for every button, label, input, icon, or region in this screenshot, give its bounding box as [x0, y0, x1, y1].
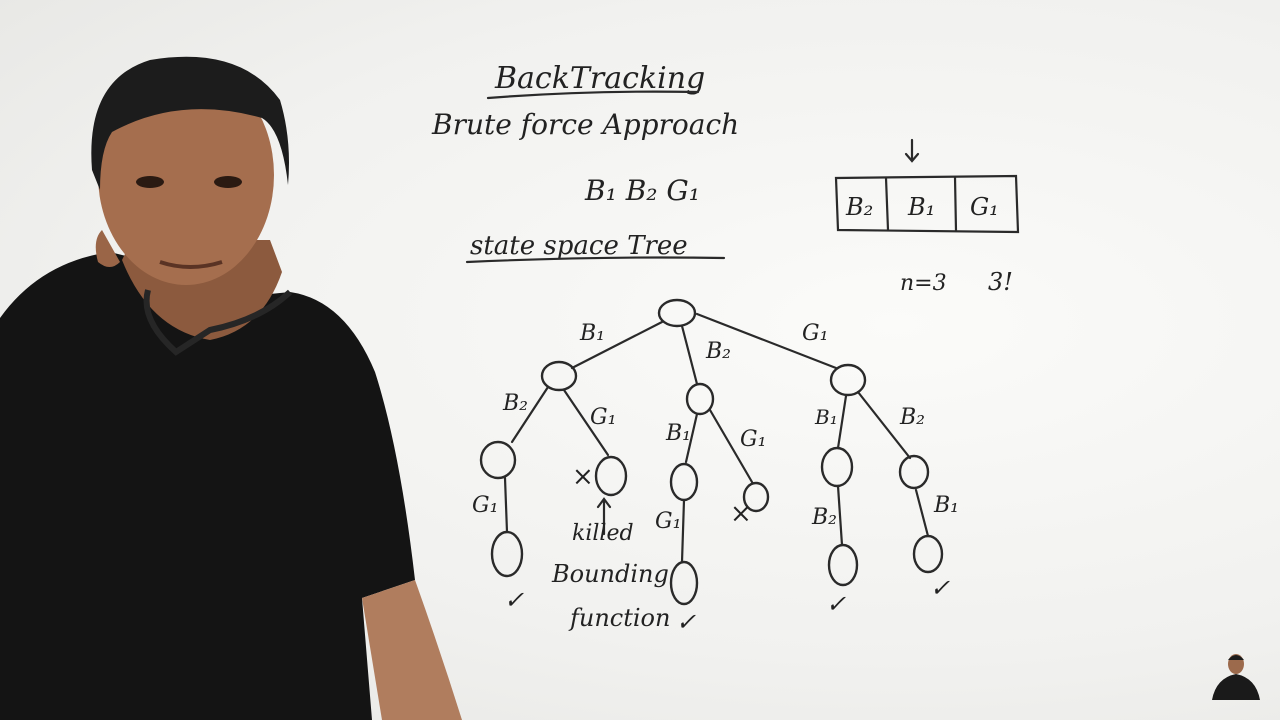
function-label: function: [568, 604, 670, 632]
title-underline: [486, 90, 700, 100]
edge-label: G₁: [655, 509, 681, 534]
tree-node: [669, 462, 699, 502]
edge-label: G₁: [472, 493, 498, 518]
array-box: B₂ B₁ G₁: [834, 174, 1020, 234]
tree-node: [898, 454, 930, 490]
title-text: BackTracking: [494, 61, 705, 96]
tree-node-killed: [594, 455, 628, 497]
tree-node-leaf: [490, 530, 524, 578]
array-cell: B₂: [845, 193, 873, 221]
check-mark: ✓: [676, 608, 696, 636]
edge-label: B₂: [811, 505, 837, 530]
tree-title-text: state space Tree: [470, 231, 688, 261]
edge-labels: B₁ B₂ G₁ B₂ G₁ B₁ G₁ B₁ B₂ G₁ G₁ B₂ B₁: [472, 321, 959, 534]
edge-label: B₁: [665, 421, 691, 446]
cross-mark: ×: [572, 462, 594, 492]
edge-label: B₁: [814, 405, 838, 429]
edge-label: B₂: [502, 391, 528, 416]
array-cell: G₁: [970, 193, 999, 221]
check-mark: ✓: [504, 586, 524, 614]
check-mark: ✓: [930, 574, 950, 602]
tree-node-leaf: [912, 534, 944, 574]
items-text: B₁ B₂ G₁: [584, 174, 700, 207]
tree-node: [829, 363, 867, 397]
tree-node-killed: [742, 481, 770, 513]
cross-mark: ×: [730, 499, 752, 529]
check-mark: ✓: [826, 590, 846, 618]
subtitle-text: Brute force Approach: [431, 108, 739, 141]
edge-label: G₁: [740, 427, 766, 452]
tree-node-root: [657, 298, 697, 328]
tree-node-leaf: [827, 543, 859, 587]
edge-label: B₁: [579, 321, 605, 346]
tree-node: [540, 360, 578, 392]
tree-title-underline: [465, 256, 726, 264]
tree-node-leaf: [669, 560, 699, 606]
arrow-up-icon: [596, 497, 612, 536]
presenter-thumbnail-icon: [1212, 654, 1260, 700]
edge-label: G₁: [590, 405, 616, 430]
tree-node: [820, 446, 854, 488]
n-label: n=3: [900, 271, 947, 296]
edge-label: B₂: [899, 405, 925, 430]
arrow-down-icon: [904, 138, 920, 163]
tree-node: [685, 382, 715, 416]
tree-node: [479, 440, 517, 480]
presenter: [0, 56, 462, 720]
edge-label: B₁: [933, 493, 959, 518]
factorial-label: 3!: [988, 268, 1013, 296]
bounding-label: Bounding: [551, 560, 669, 588]
tree-edges: [503, 312, 930, 564]
tree-nodes: [479, 298, 944, 606]
killed-label: killed: [572, 521, 634, 546]
edge-label: G₁: [802, 321, 828, 346]
array-cell: B₁: [907, 193, 935, 221]
edge-label: B₂: [705, 339, 731, 364]
